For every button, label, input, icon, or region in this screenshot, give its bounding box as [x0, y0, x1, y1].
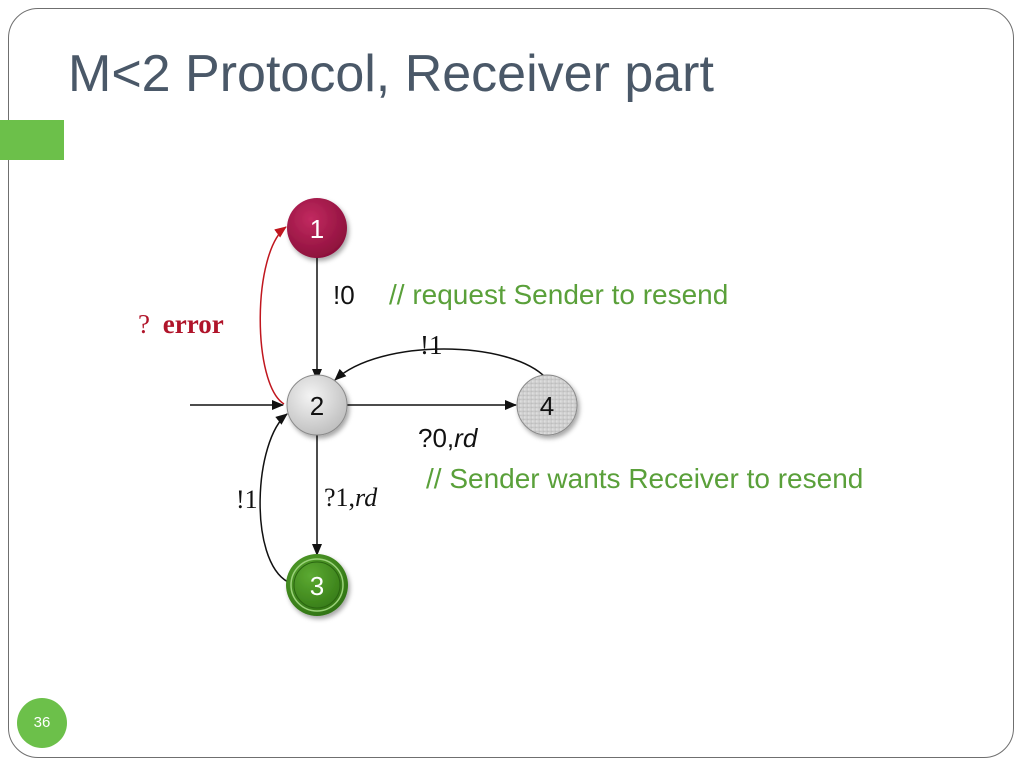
edge-3-to-2 [259, 413, 289, 583]
label-t2-4: ?0,rd [418, 423, 479, 453]
state-2: 2 [286, 374, 348, 436]
state-3: 3 [286, 554, 348, 616]
label-t4-2: !1 [420, 330, 443, 360]
state-1: 1 [287, 198, 347, 258]
label-t2-1-question: ? [138, 309, 150, 339]
label-t2-1-error: ? error [138, 309, 224, 339]
label-t1-2: !0 [333, 280, 355, 310]
label-t2-1-error-word: error [163, 309, 224, 339]
state-4: 4 [516, 374, 578, 436]
edge-2-to-1-error [259, 226, 287, 405]
label-t2-3-main: ?1, [324, 483, 355, 512]
label-t2-4-main: ?0, [418, 423, 454, 453]
label-t2-3: ?1,rd [324, 483, 378, 512]
state-3-label: 3 [310, 571, 324, 601]
slide-frame [8, 8, 1014, 758]
comment-t2-4: // Sender wants Receiver to resend [426, 463, 863, 494]
accent-bar [0, 120, 64, 160]
state-2-label: 2 [310, 391, 324, 421]
label-t2-4-italic: rd [454, 423, 479, 453]
slide-title: M<2 Protocol, Receiver part [68, 45, 714, 103]
page-number-badge: 36 [17, 698, 67, 748]
label-t3-2: !1 [236, 485, 258, 514]
label-t2-3-italic: rd [355, 483, 378, 512]
edge-4-to-2 [334, 348, 547, 381]
comment-t1-2: // request Sender to resend [389, 279, 728, 310]
state-1-label: 1 [310, 214, 324, 244]
state-4-label: 4 [540, 391, 554, 421]
